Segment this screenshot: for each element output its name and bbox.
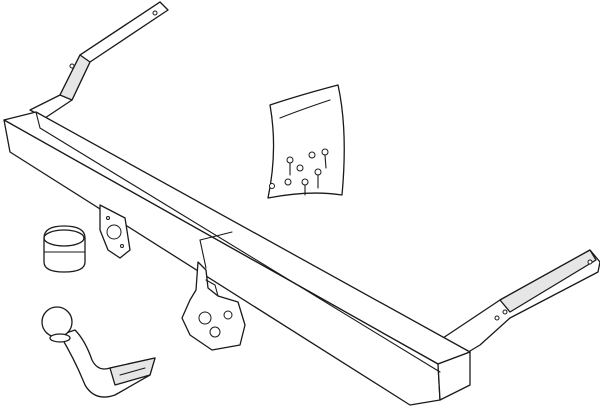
tow-ball-neck — [41, 306, 156, 398]
left-mounting-bracket — [29, 1, 169, 119]
center-bracket — [181, 261, 246, 351]
electrical-socket-cap — [43, 225, 86, 273]
socket-plate — [99, 204, 131, 259]
right-mounting-bracket — [439, 249, 600, 361]
cross-beam — [3, 111, 471, 406]
fastener-bag — [267, 84, 345, 199]
bolt-icons — [269, 148, 329, 196]
